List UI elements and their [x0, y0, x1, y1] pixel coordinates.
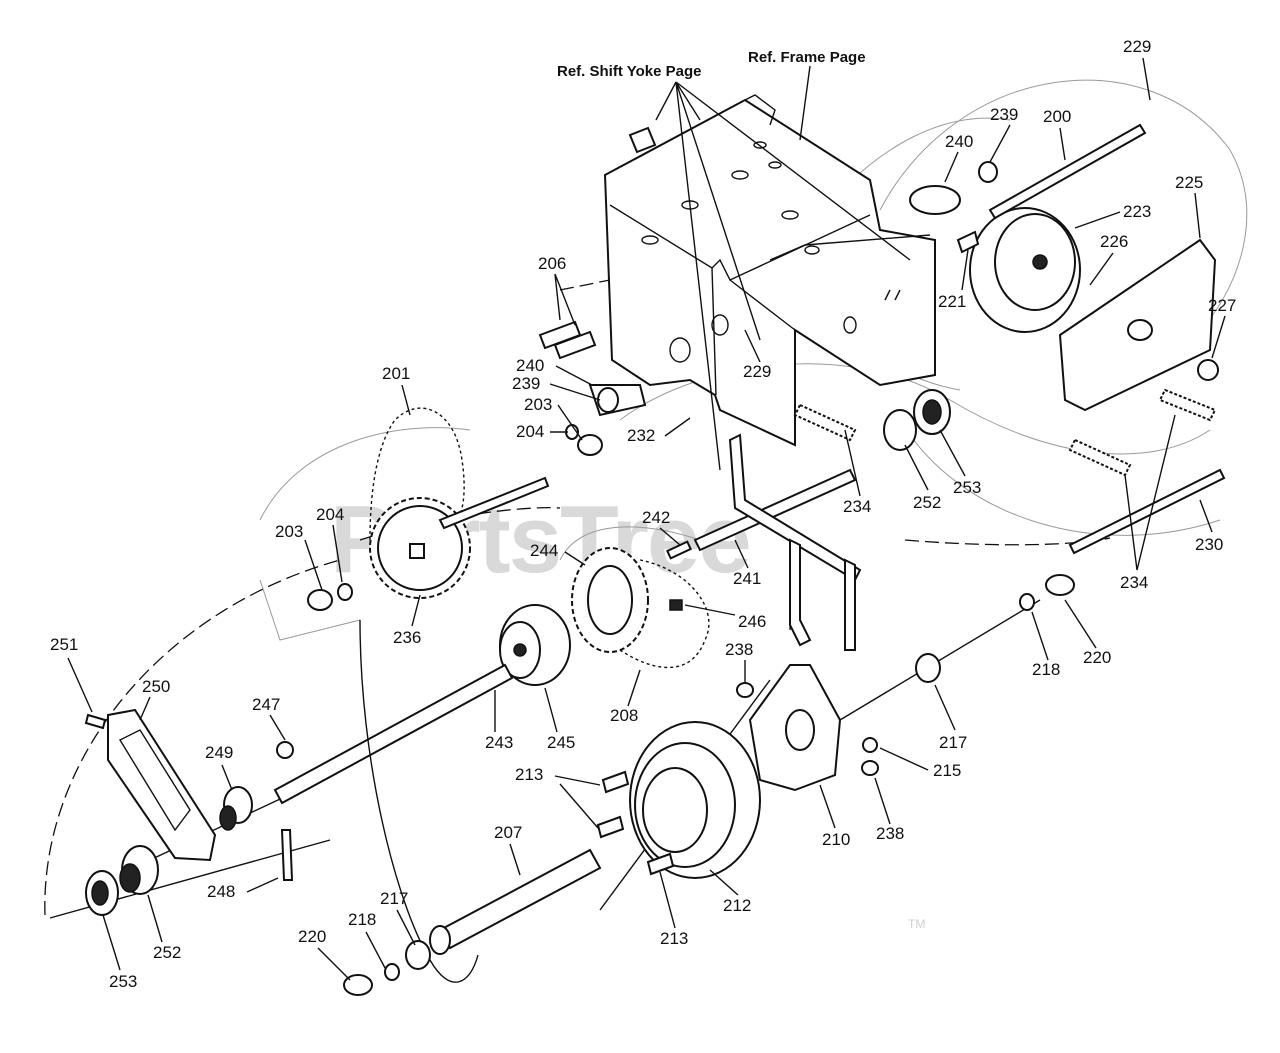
- callout-245: 245: [547, 733, 575, 752]
- callout-241: 241: [733, 569, 761, 588]
- callout-243: 243: [485, 733, 513, 752]
- callout-238-b: 238: [876, 824, 904, 843]
- callout-246: 246: [738, 612, 766, 631]
- shaft-upper: [438, 476, 550, 530]
- callout-234: 234: [843, 497, 871, 516]
- callout-221: 221: [938, 292, 966, 311]
- shift-fork: [789, 538, 856, 651]
- bracket-250: [107, 708, 217, 862]
- callout-218-b: 218: [348, 910, 376, 929]
- callout-247: 247: [252, 695, 280, 714]
- callout-204-b: 204: [316, 505, 344, 524]
- rod-230: [1068, 468, 1226, 555]
- ref-frame-label: Ref. Frame Page: [748, 49, 866, 66]
- callout-240-b: 240: [516, 356, 544, 375]
- bushing-249: [219, 786, 253, 831]
- callout-212: 212: [723, 896, 751, 915]
- callout-252-b: 252: [153, 943, 181, 962]
- callout-229-b: 229: [743, 362, 771, 381]
- callout-206: 206: [538, 254, 566, 273]
- callout-240: 240: [945, 132, 973, 151]
- callout-242: 242: [642, 508, 670, 527]
- callout-203-b: 203: [275, 522, 303, 541]
- callout-250: 250: [142, 677, 170, 696]
- callout-218: 218: [1032, 660, 1060, 679]
- hub-245: [499, 604, 571, 686]
- callout-223: 223: [1123, 202, 1151, 221]
- spring-234b: [1068, 438, 1132, 477]
- callout-201: 201: [382, 364, 410, 383]
- callout-203: 203: [524, 395, 552, 414]
- callout-200: 200: [1043, 107, 1071, 126]
- callout-253-b: 253: [109, 972, 137, 991]
- bearing-252-253-upper: [883, 389, 951, 451]
- spring-234a: [793, 403, 857, 442]
- flange-bearing-240: [588, 161, 998, 417]
- callout-226: 226: [1100, 232, 1128, 251]
- watermark-trademark: TM: [908, 917, 925, 931]
- hardware: [84, 230, 1075, 996]
- shaft-200: [988, 123, 1147, 220]
- loop-217: [359, 619, 479, 983]
- callouts: 229 239 200 240 225 223 226 206 221 227 …: [50, 37, 1236, 991]
- callout-207: 207: [494, 823, 522, 842]
- callout-215: 215: [933, 761, 961, 780]
- shaft-207: [429, 848, 602, 955]
- leader-lines: [67, 57, 1226, 981]
- callout-229: 229: [1123, 37, 1151, 56]
- callout-220-b: 220: [298, 927, 326, 946]
- callout-236: 236: [393, 628, 421, 647]
- pulley-212: [629, 721, 761, 879]
- callout-251: 251: [50, 635, 78, 654]
- callout-239: 239: [990, 105, 1018, 124]
- shaft-241: [693, 468, 857, 552]
- callout-244: 244: [530, 541, 558, 560]
- callout-213: 213: [515, 765, 543, 784]
- callout-217: 217: [939, 733, 967, 752]
- pulley-223: [969, 207, 1081, 333]
- callout-239-b: 239: [512, 374, 540, 393]
- callout-204: 204: [516, 422, 544, 441]
- callout-217-b: 217: [380, 889, 408, 908]
- callout-232: 232: [627, 426, 655, 445]
- spring-234c: [1158, 388, 1217, 422]
- callout-238: 238: [725, 640, 753, 659]
- sprocket-244: [571, 547, 649, 653]
- axle-243: [273, 663, 514, 805]
- callout-248: 248: [207, 882, 235, 901]
- callout-220: 220: [1083, 648, 1111, 667]
- callout-225: 225: [1175, 173, 1203, 192]
- callout-230: 230: [1195, 535, 1223, 554]
- chain-201: [369, 407, 465, 541]
- callout-234-b: 234: [1120, 573, 1148, 592]
- callout-249: 249: [205, 743, 233, 762]
- callout-252: 252: [913, 493, 941, 512]
- ref-shift-yoke-label: Ref. Shift Yoke Page: [557, 63, 702, 80]
- callout-253: 253: [953, 478, 981, 497]
- callout-213-b: 213: [660, 929, 688, 948]
- bearing-252-253-lower: [85, 845, 159, 916]
- frame-assembly: [603, 94, 936, 447]
- callout-210: 210: [822, 830, 850, 849]
- callout-227: 227: [1208, 296, 1236, 315]
- callout-208: 208: [610, 706, 638, 725]
- nut-227: [1197, 359, 1219, 381]
